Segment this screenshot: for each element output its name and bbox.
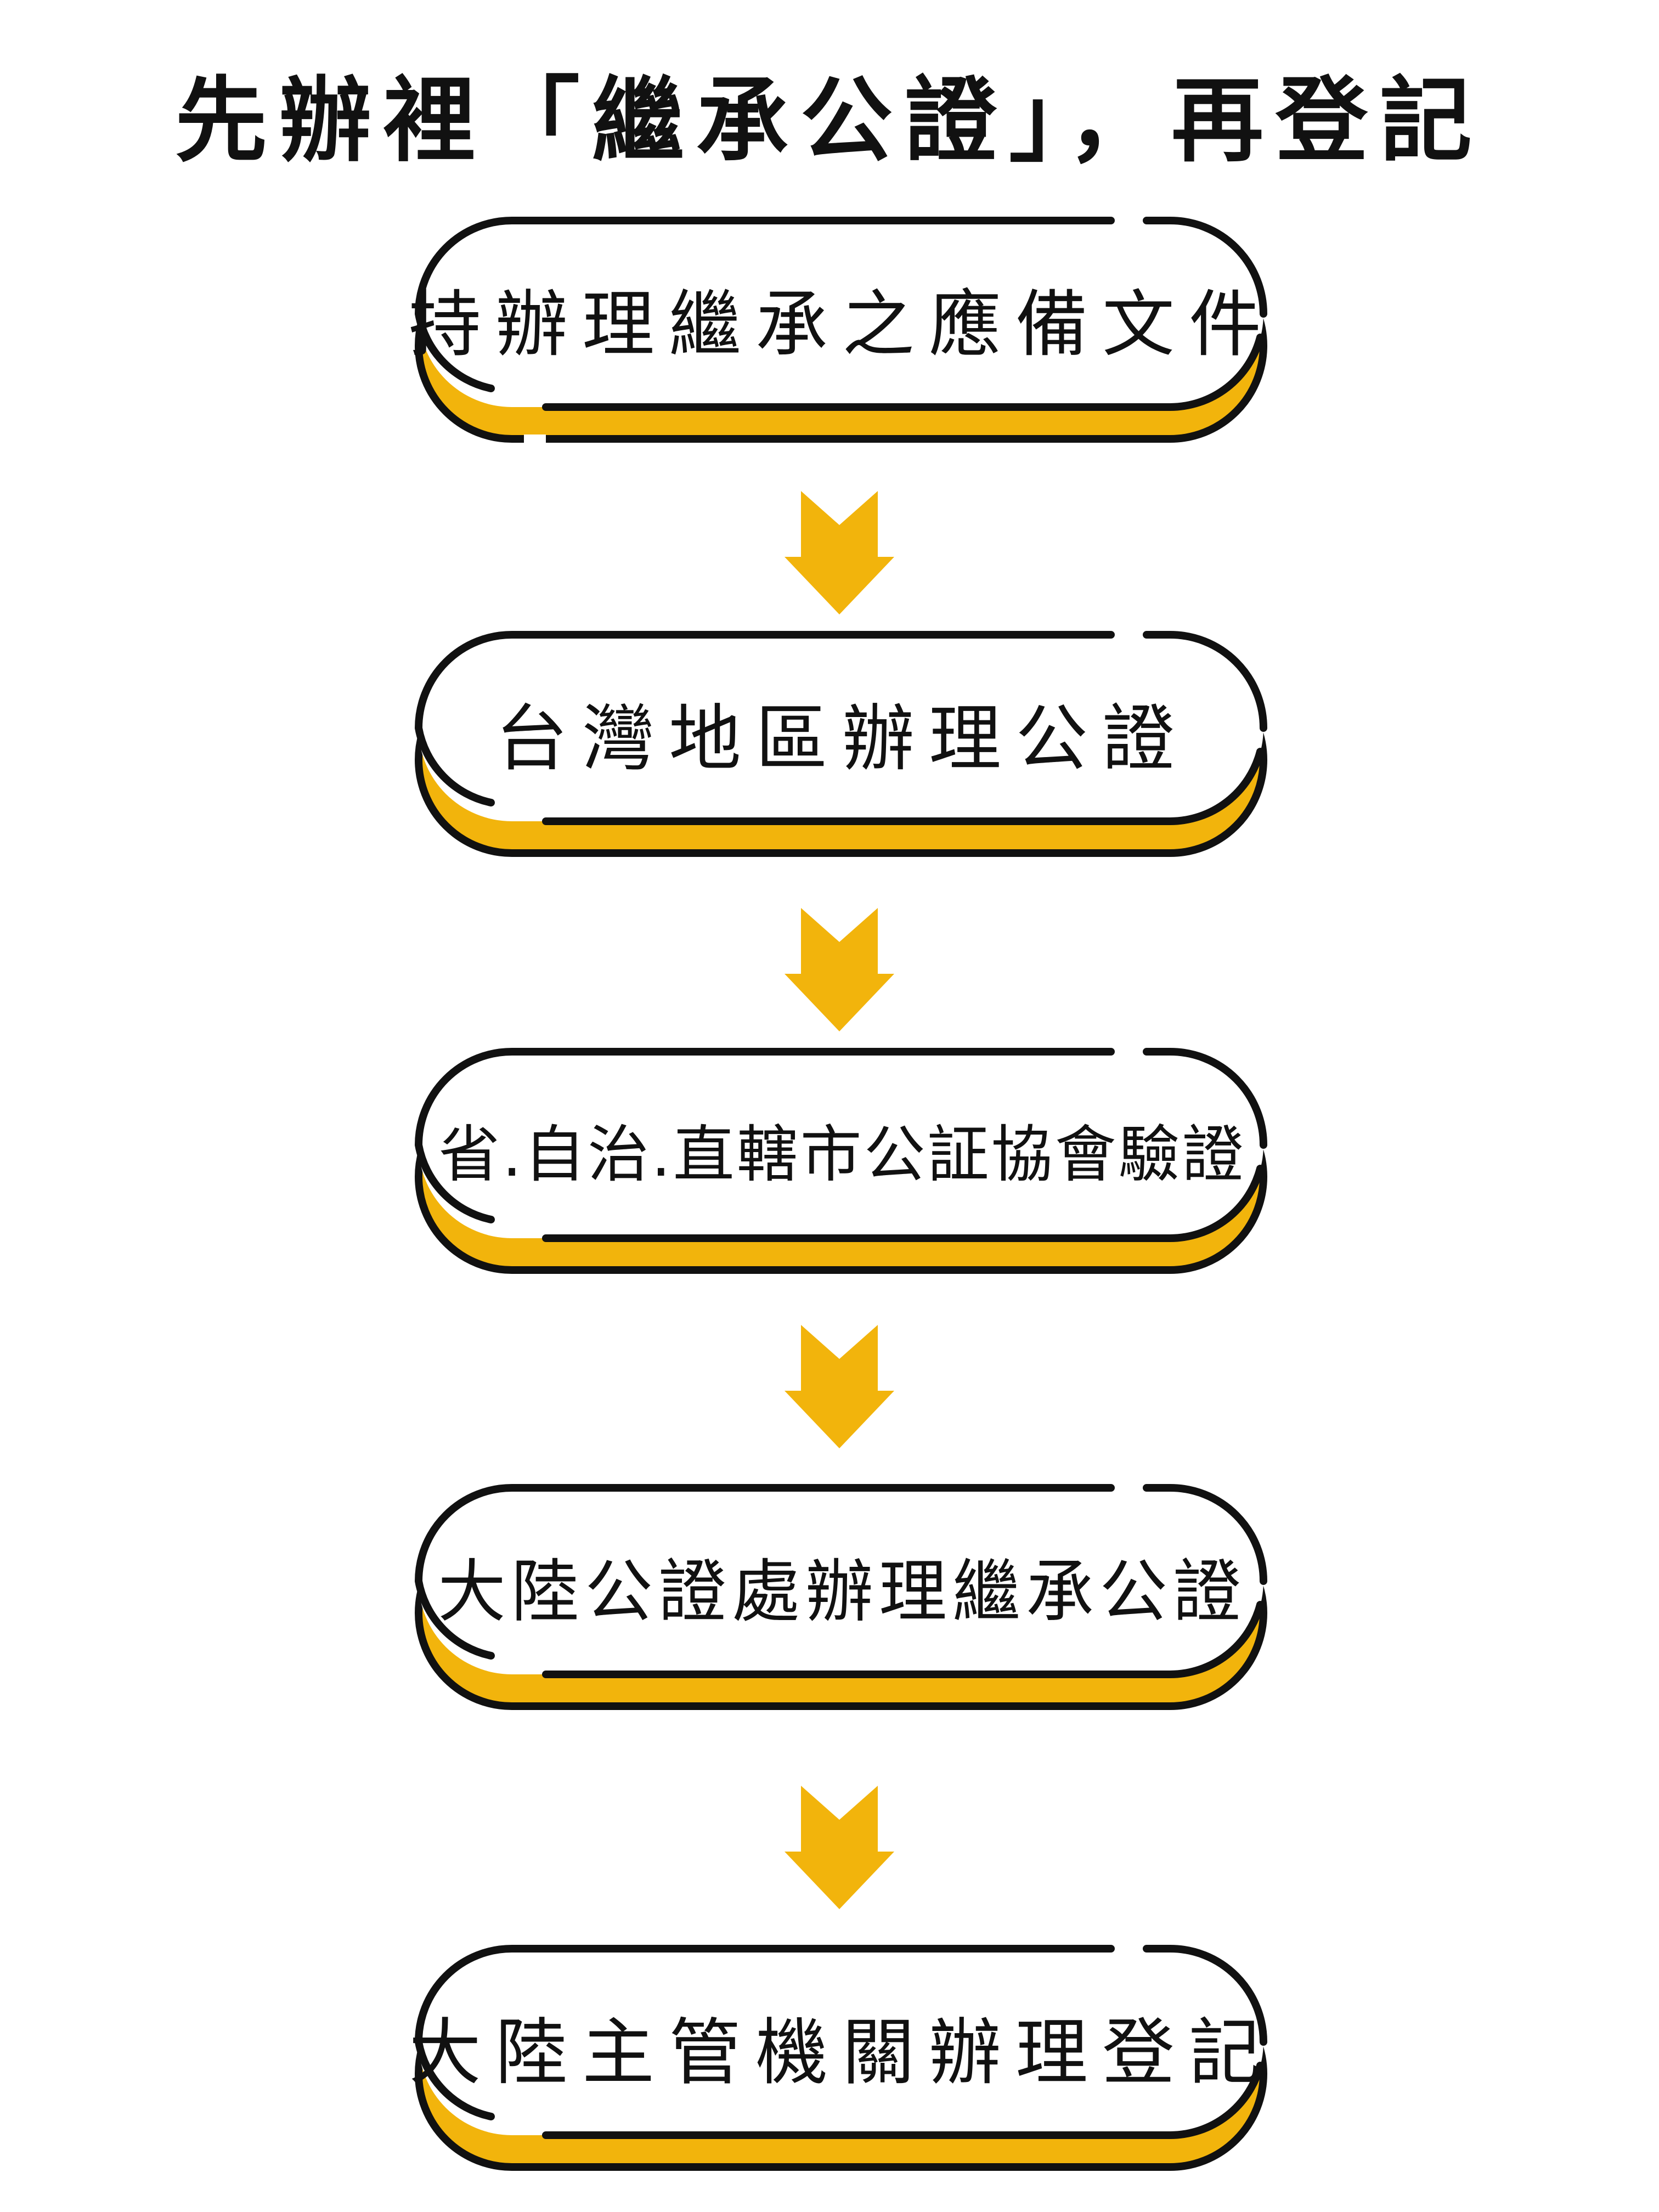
arrow-down-icon bbox=[785, 1325, 894, 1451]
arrow-down-icon bbox=[785, 491, 894, 617]
pill-frame bbox=[414, 217, 1267, 443]
arrow-down-icon bbox=[785, 908, 894, 1034]
step-label: 省.自治.直轄市公証協會驗證 bbox=[438, 1119, 1246, 1190]
flow-step-2: 台灣地區辦理公證 bbox=[409, 628, 1276, 870]
page-title: 先辦裡「繼承公證」，再登記 bbox=[175, 67, 1484, 174]
pill-frame bbox=[414, 1945, 1267, 2171]
flow-step-3: 省.自治.直轄市公証協會驗證 bbox=[409, 1045, 1276, 1286]
arrow-down-icon bbox=[785, 1786, 894, 1912]
pill-frame bbox=[414, 631, 1267, 857]
flow-step-5: 大陸主管機關辦理登記 bbox=[409, 1942, 1276, 2183]
step-label: 持辦理繼承之應備文件 bbox=[409, 282, 1276, 367]
step-label: 大陸公證處辦理繼承公證 bbox=[437, 1553, 1246, 1632]
pill-frame bbox=[414, 1484, 1267, 1710]
flow-step-1: 持辦理繼承之應備文件 bbox=[409, 214, 1276, 455]
flow-step-4: 大陸公證處辦理繼承公證 bbox=[409, 1481, 1276, 1723]
pill-frame bbox=[414, 1048, 1267, 1274]
step-label: 台灣地區辦理公證 bbox=[495, 696, 1189, 781]
step-label: 大陸主管機關辦理登記 bbox=[409, 2010, 1276, 2095]
